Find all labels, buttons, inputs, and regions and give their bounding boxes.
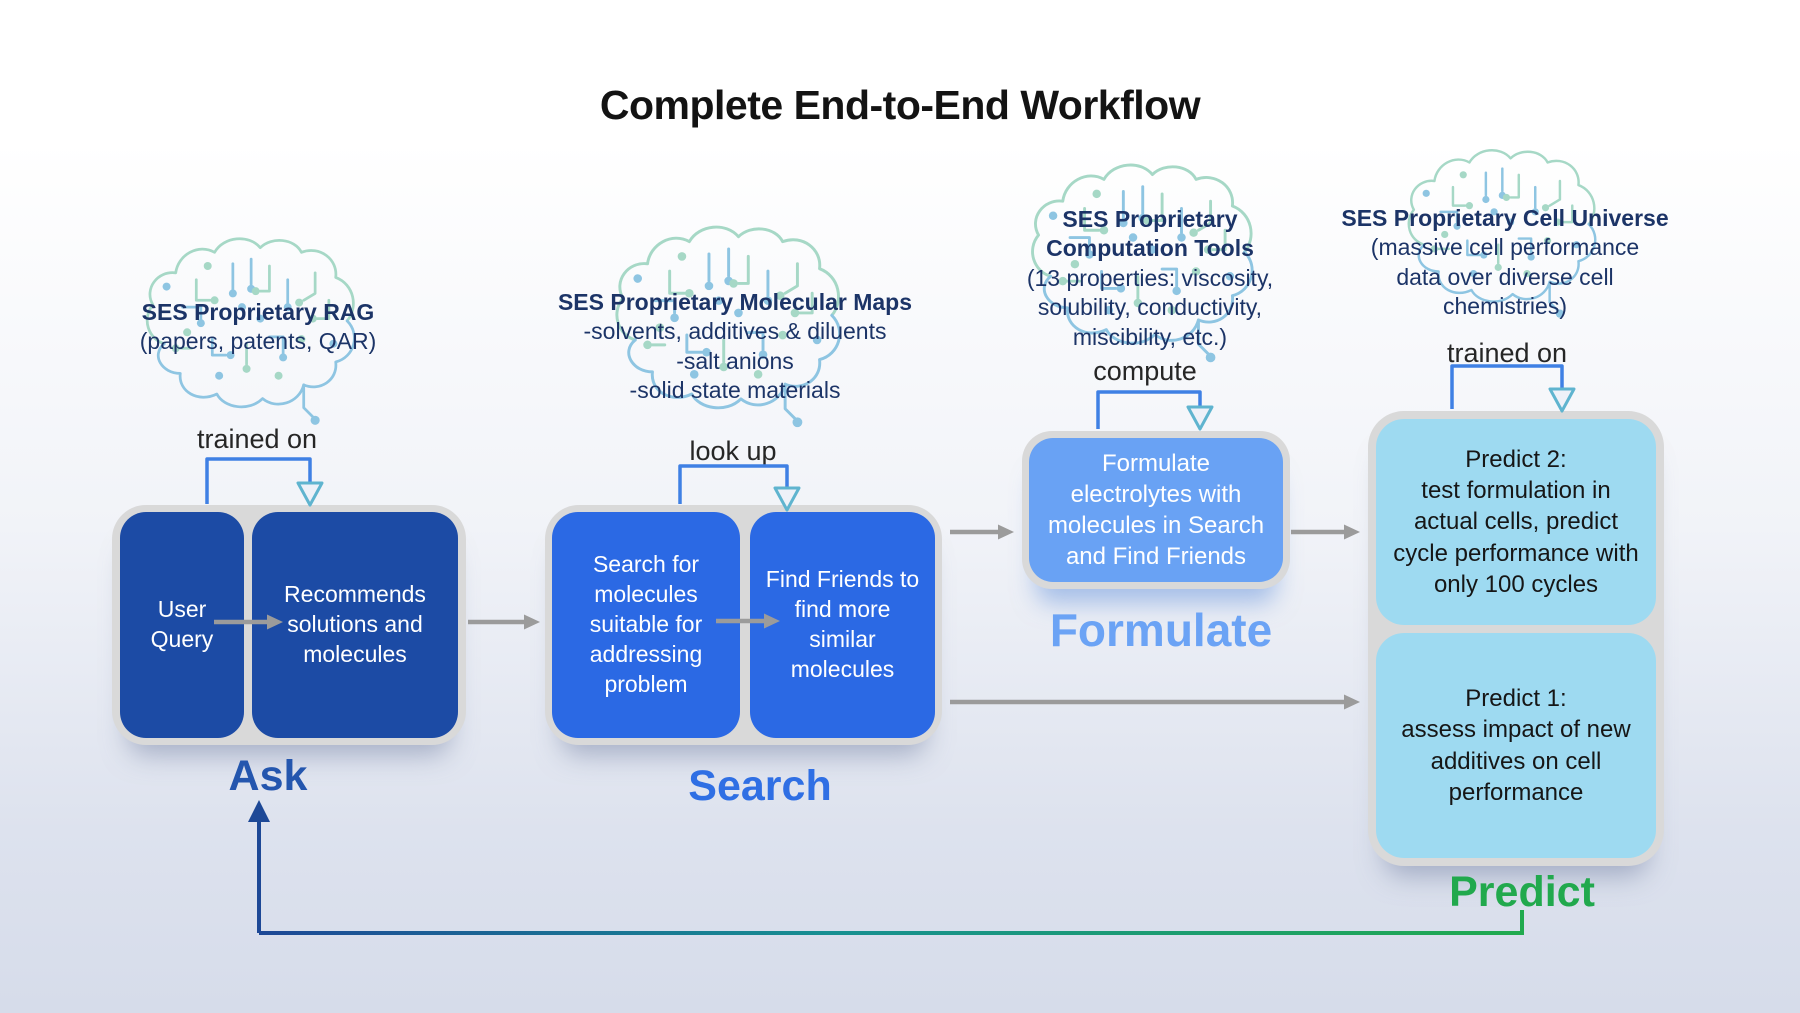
- search-stage-label: Search: [688, 762, 832, 810]
- feedback-loop-arrowhead: [248, 800, 270, 822]
- page-title: Complete End-to-End Workflow: [599, 82, 1201, 128]
- formulate-stage-label: Formulate: [1049, 604, 1273, 656]
- formulate-resource-caption: SES Proprietary Computation Tools (13 pr…: [995, 205, 1305, 352]
- ask-stage-label: Ask: [228, 752, 308, 800]
- search-group: Search for molecules suitable for addres…: [545, 505, 942, 745]
- formulate-resource-title: SES Proprietary Computation Tools: [1046, 206, 1254, 262]
- ask-resource-caption: SES Proprietary RAG (papers, patents, QA…: [90, 298, 426, 357]
- ask-resource-subtitle: (papers, patents, QAR): [139, 328, 377, 355]
- predict-group: Predict 2: test formulation in actual ce…: [1368, 411, 1664, 866]
- bracket-trained-on-ask: [205, 457, 312, 504]
- predict-resource-caption: SES Proprietary Cell Universe (massive c…: [1335, 204, 1675, 322]
- predict-connector-label: trained on: [1446, 338, 1568, 368]
- predict-resource-subtitle: (massive cell performance data over dive…: [1370, 234, 1640, 320]
- formulate-group: Formulate electrolytes with molecules in…: [1022, 431, 1290, 589]
- search-molecules-box: Search for molecules suitable for addres…: [552, 512, 740, 738]
- search-connector-label: look up: [689, 436, 777, 466]
- bracket-arrowhead-predict: [1548, 387, 1576, 413]
- formulate-resource-subtitle: (13 properties: viscosity, solubility, c…: [1026, 264, 1274, 350]
- predict1-box: Predict 1: assess impact of new additive…: [1376, 633, 1656, 858]
- feedback-loop-line: [259, 910, 1524, 935]
- search-resource-subtitle: -solvents, additives & diluents -salt an…: [583, 318, 887, 404]
- predict2-box: Predict 2: test formulation in actual ce…: [1376, 419, 1656, 625]
- bracket-compute-formulate: [1096, 390, 1202, 429]
- predict-resource-title: SES Proprietary Cell Universe: [1341, 205, 1669, 231]
- ask-resource-title: SES Proprietary RAG: [141, 299, 375, 325]
- ask-group: User Query Recommends solutions and mole…: [112, 505, 466, 745]
- search-resource-title: SES Proprietary Molecular Maps: [557, 289, 913, 315]
- search-resource-caption: SES Proprietary Molecular Maps -solvents…: [530, 288, 940, 406]
- ask-connector-label: trained on: [196, 424, 318, 454]
- user-query-box: User Query: [120, 512, 244, 738]
- formulate-connector-label: compute: [1093, 356, 1197, 386]
- bracket-look-up-search: [678, 464, 789, 504]
- bracket-arrowhead-formulate: [1186, 405, 1214, 431]
- bracket-arrowhead-ask: [296, 481, 324, 507]
- recommends-box: Recommends solutions and molecules: [252, 512, 458, 738]
- predict-stage-label: Predict: [1449, 868, 1595, 916]
- formulate-box: Formulate electrolytes with molecules in…: [1029, 438, 1283, 582]
- find-friends-box: Find Friends to find more similar molecu…: [750, 512, 935, 738]
- bracket-trained-on-predict: [1450, 364, 1564, 409]
